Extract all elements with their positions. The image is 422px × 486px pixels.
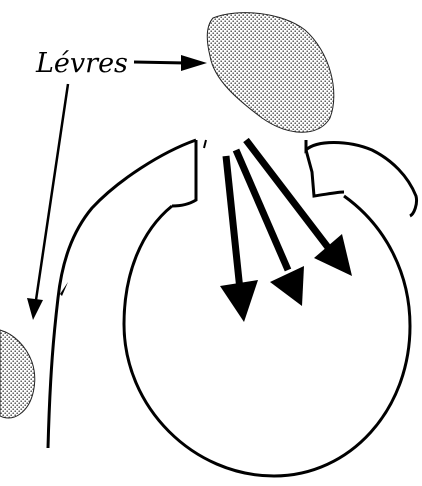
airflow-arrow-1 [226, 156, 240, 290]
label-arrow-to-upper-lip [134, 62, 186, 63]
label-arrowhead-down [27, 298, 43, 320]
outer-contour-left [48, 140, 196, 448]
airflow-arrow-2 [236, 150, 288, 270]
chamber-circle [124, 196, 410, 476]
channel-right-wall [204, 140, 206, 148]
airflow-arrowhead-1 [220, 280, 258, 322]
upper-lip-shape [207, 13, 334, 133]
label-arrowhead-right [181, 55, 207, 71]
lower-lip-shape [0, 330, 35, 418]
inner-contour-right [306, 150, 344, 196]
airflow-arrowhead-2 [270, 266, 304, 306]
lips-label: Lévres [35, 48, 128, 79]
outer-contour-right [306, 140, 417, 216]
airflow-arrows [220, 140, 352, 322]
